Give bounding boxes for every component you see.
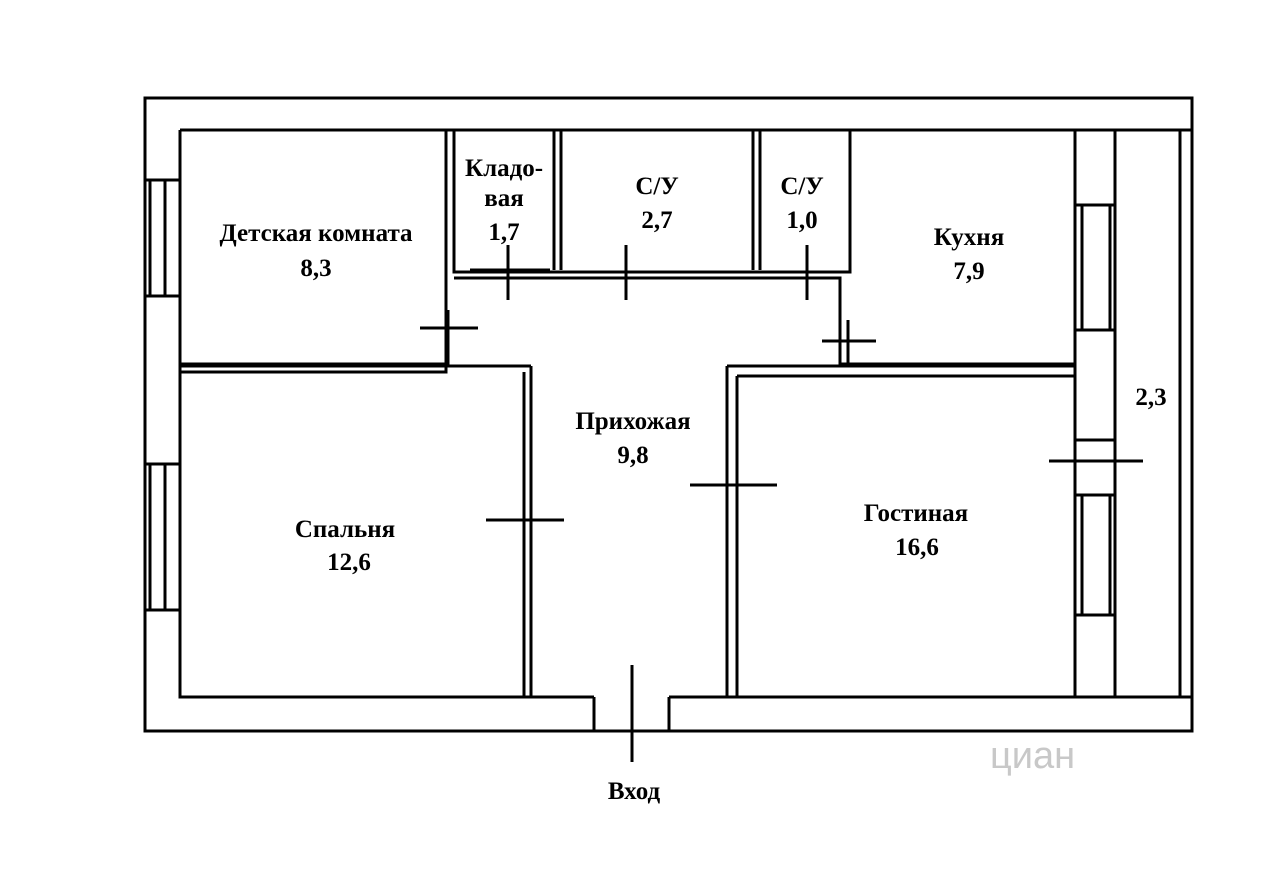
entrance-door	[592, 665, 671, 762]
window-right	[1075, 203, 1115, 617]
door-storage	[470, 245, 550, 300]
kitchen-name: Кухня	[934, 224, 1004, 251]
hallway-name: Прихожая	[575, 408, 690, 435]
kitchen-area: 7,9	[953, 258, 984, 285]
wall-living	[725, 364, 1075, 697]
children-room-name: Детская комната	[219, 220, 413, 247]
bathroom-1-name: С/У	[635, 173, 678, 200]
hallway-area: 9,8	[617, 442, 648, 469]
window-left-bottom	[145, 462, 180, 612]
storage-area: 1,7	[488, 219, 519, 246]
living-room-name: Гостиная	[864, 500, 968, 527]
window-left-top	[145, 178, 180, 298]
wall-balcony	[1073, 130, 1182, 697]
balcony-area: 2,3	[1135, 384, 1166, 411]
outer-wall-inner-line	[178, 128, 1192, 699]
watermark-logo: циан	[990, 735, 1075, 777]
wall-bedroom	[180, 364, 533, 697]
living-room-area: 16,6	[895, 534, 939, 561]
bedroom-name: Спальня	[295, 516, 395, 543]
bathroom-2-name: С/У	[780, 173, 823, 200]
bedroom-area: 12,6	[327, 549, 371, 576]
storage-name-line1: Кладо-	[465, 155, 543, 182]
entrance-label: Вход	[608, 778, 661, 805]
children-room-area: 8,3	[300, 255, 331, 282]
door-children	[420, 310, 478, 365]
door-kitchen	[822, 320, 876, 365]
wall-storage-bath	[552, 130, 762, 270]
bathroom-1-area: 2,7	[641, 207, 672, 234]
bathroom-2-area: 1,0	[786, 207, 817, 234]
storage-name-line2: вая	[484, 185, 524, 212]
